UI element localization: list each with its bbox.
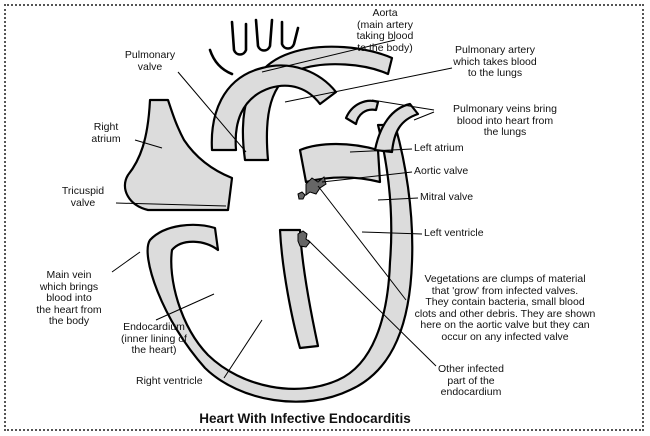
label-pulmonary-veins: Pulmonary veins bring blood into heart f… [430, 104, 580, 139]
leader-right-ventricle [224, 320, 262, 378]
left-atrium-wall [300, 144, 380, 182]
label-right-atrium: Right atrium [76, 122, 136, 145]
septum [280, 230, 318, 348]
aorta-branch-3 [282, 22, 298, 49]
label-pulmonary-artery: Pulmonary artery which takes blood to th… [440, 45, 550, 80]
aorta-branch-1 [232, 22, 246, 55]
aorta-branch-4 [210, 50, 232, 74]
label-left-atrium: Left atrium [414, 143, 494, 155]
leader-main-vein [112, 252, 140, 272]
label-mitral-valve: Mitral valve [420, 192, 500, 204]
label-vegetations: Vegetations are clumps of material that … [388, 274, 622, 343]
pulmonary-vein-small [346, 101, 378, 124]
label-left-ventricle: Left ventricle [424, 228, 514, 240]
page-title: Heart With Infective Endocarditis [150, 411, 460, 426]
vegetation-small [298, 192, 305, 199]
label-main-vein: Main vein which brings blood into the he… [26, 270, 112, 328]
label-right-ventricle: Right ventricle [136, 376, 226, 388]
label-other-infected: Other infected part of the endocardium [426, 364, 516, 399]
aorta-branch-2 [256, 20, 272, 51]
pulmonary-artery [212, 65, 336, 150]
label-endocardium: Endocardium (inner lining of the heart) [112, 322, 196, 357]
label-pulmonary-valve: Pulmonary valve [110, 50, 190, 73]
label-aorta: Aorta (main artery taking blood to the b… [345, 8, 425, 54]
label-tricuspid-valve: Tricuspid valve [48, 186, 118, 209]
vegetation-endocardium [298, 231, 310, 247]
label-aortic-valve: Aortic valve [414, 166, 494, 178]
